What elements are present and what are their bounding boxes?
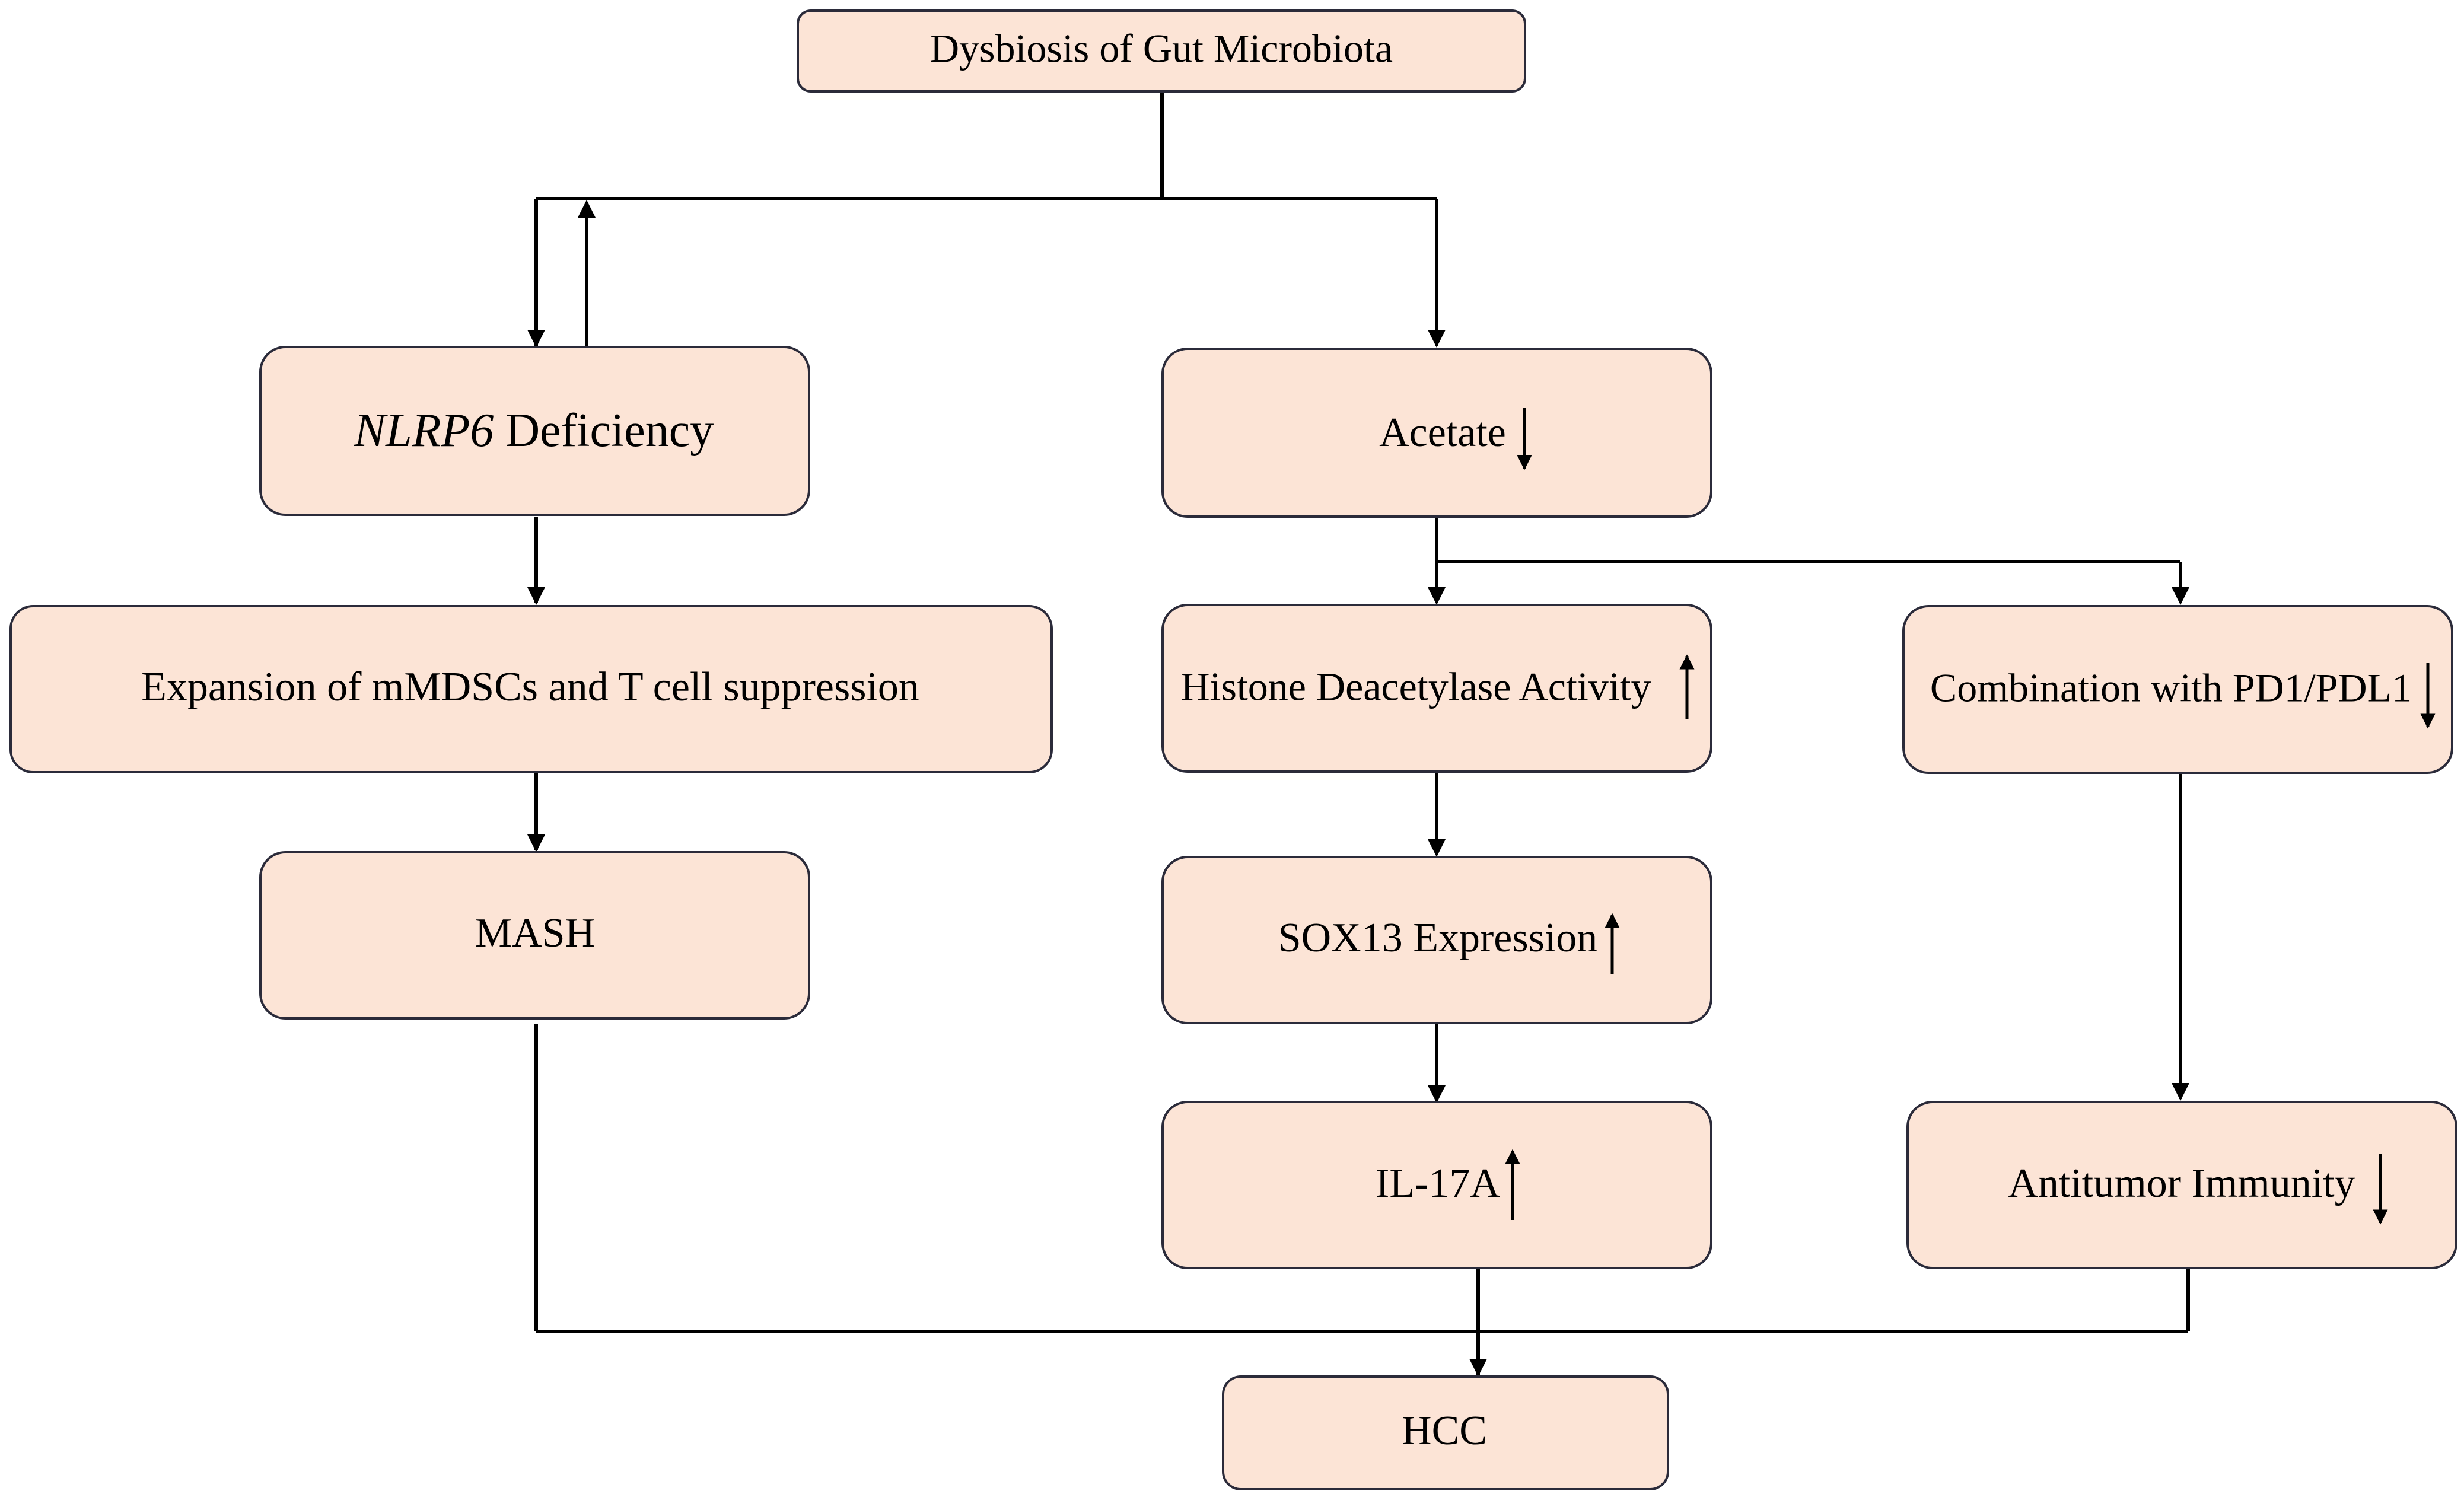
node-dysbiosis: Dysbiosis of Gut Microbiota [797, 9, 1526, 93]
node-label: NLRP6 Deficiency [354, 404, 714, 457]
node-label: Acetate [1379, 410, 1506, 455]
node-box [1906, 1101, 2457, 1269]
node-box [259, 346, 810, 516]
node-label: MASH [475, 910, 595, 956]
node-antitumor-immunity: Antitumor Immunity [1906, 1101, 2457, 1269]
gene-name: NLRP6 [354, 404, 494, 457]
node-sox13: SOX13 Expression [1161, 856, 1712, 1024]
node-hdac: Histone Deacetylase Activity [1161, 604, 1712, 773]
node-box [1222, 1375, 1669, 1490]
node-box [1902, 605, 2453, 774]
node-box [1161, 604, 1712, 773]
node-mash: MASH [259, 851, 810, 1020]
node-box [797, 9, 1526, 93]
node-box [1161, 856, 1712, 1024]
node-label: SOX13 Expression [1278, 915, 1598, 961]
node-label: Expansion of mMDSCs and T cell suppressi… [141, 664, 919, 710]
node-box [1161, 1101, 1712, 1269]
connectors [527, 93, 2190, 1377]
node-box [9, 605, 1053, 773]
node-label: Antitumor Immunity [2008, 1161, 2355, 1206]
node-hcc: HCC [1222, 1375, 1669, 1490]
node-label: Histone Deacetylase Activity [1180, 664, 1651, 709]
node-label: IL-17A [1376, 1161, 1500, 1206]
node-box [1161, 348, 1712, 518]
node-il17a: IL-17A [1161, 1101, 1712, 1269]
node-pd1-combination: Combination with PD1/PDL1 [1902, 605, 2453, 774]
node-expansion: Expansion of mMDSCs and T cell suppressi… [9, 605, 1053, 773]
node-label: Combination with PD1/PDL1 [1930, 665, 2412, 711]
node-nlrp6-deficiency: NLRP6 Deficiency [259, 346, 810, 516]
node-acetate: Acetate [1161, 348, 1712, 518]
node-label: Dysbiosis of Gut Microbiota [930, 26, 1393, 71]
label-rest: Deficiency [494, 404, 714, 457]
node-box [259, 851, 810, 1020]
node-label: HCC [1402, 1408, 1487, 1454]
